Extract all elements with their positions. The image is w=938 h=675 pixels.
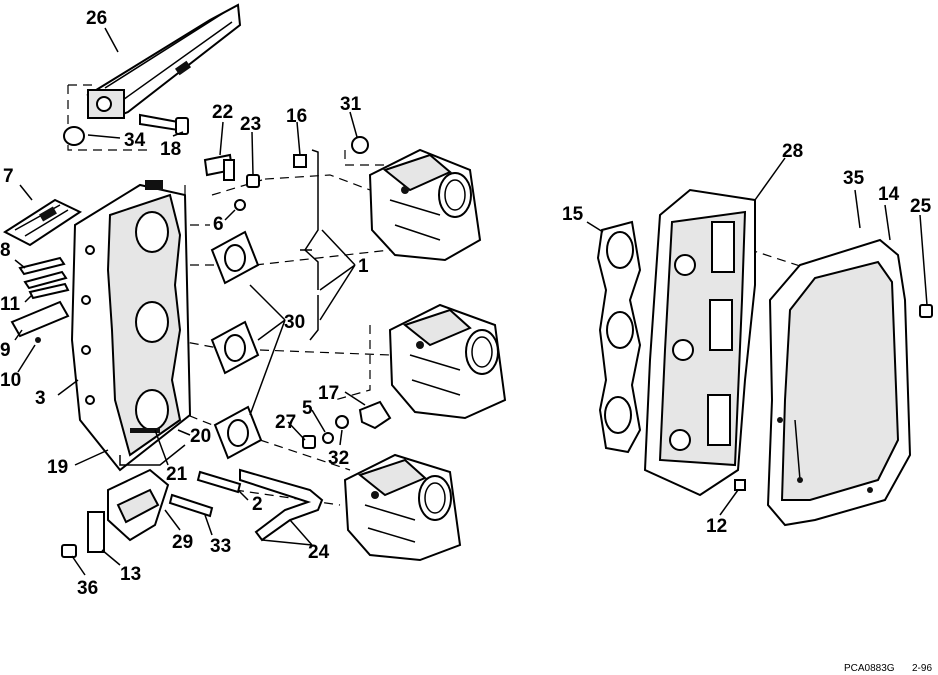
part-3-intake-manifold <box>70 180 192 472</box>
callout-11: 11 <box>0 294 21 315</box>
part-30-gaskets <box>210 230 263 460</box>
part-33-screw <box>168 493 214 518</box>
carburetor-bottom <box>343 453 462 562</box>
callout-24: 24 <box>308 542 330 563</box>
drawing-reference: PCA0883G <box>844 663 895 674</box>
carburetor-top <box>368 148 482 262</box>
callout-14: 14 <box>878 184 900 205</box>
callout-6: 6 <box>213 214 224 235</box>
callout-13: 13 <box>120 564 141 585</box>
callout-29: 29 <box>172 532 193 553</box>
callout-2: 2 <box>252 494 263 515</box>
part-10-pin <box>35 337 41 343</box>
callout-35: 35 <box>843 168 865 189</box>
part-5-washer <box>322 432 334 444</box>
callout-labels: 26 34 18 22 23 16 31 7 6 8 1 11 30 9 10 … <box>0 8 932 599</box>
callout-8: 8 <box>0 240 11 261</box>
callout-31: 31 <box>340 94 362 115</box>
part-8-reeds <box>18 256 68 290</box>
callout-15: 15 <box>562 204 584 225</box>
part-2-bolt <box>196 470 242 494</box>
callout-25: 25 <box>910 196 932 217</box>
callout-3: 3 <box>35 388 46 409</box>
part-15-gasket <box>596 220 642 454</box>
callout-16: 16 <box>286 106 307 127</box>
callout-21: 21 <box>166 464 188 485</box>
part-31-nut <box>351 136 369 154</box>
part-23-screw <box>246 174 260 188</box>
callout-7: 7 <box>3 166 14 187</box>
callout-36: 36 <box>77 578 98 599</box>
leader-lines <box>14 27 928 576</box>
part-29-bracket <box>107 468 170 542</box>
callout-1: 1 <box>358 256 369 277</box>
part-12-screw <box>734 479 746 491</box>
part-34-plug <box>63 126 85 146</box>
callout-23: 23 <box>240 114 261 135</box>
part-36-screw <box>61 544 77 558</box>
part-9-gasket <box>10 300 70 338</box>
part-16-fitting <box>293 154 307 168</box>
callout-17: 17 <box>318 383 339 404</box>
part-22-tab <box>223 159 235 181</box>
callout-26: 26 <box>86 8 107 29</box>
part-32-nut <box>335 415 349 429</box>
callout-22: 22 <box>212 102 233 123</box>
part-17-bracket <box>358 400 392 430</box>
carburetor-middle <box>388 303 507 420</box>
part-7-reed-block <box>3 198 83 247</box>
page-reference: 2-96 <box>912 663 932 674</box>
callout-34: 34 <box>124 130 146 151</box>
part-14-outer-cover <box>766 238 912 527</box>
callout-18: 18 <box>160 139 181 160</box>
callout-30: 30 <box>284 312 305 333</box>
callout-32: 32 <box>328 448 349 469</box>
part-25-screw <box>919 304 933 318</box>
callout-10: 10 <box>0 370 21 391</box>
callout-28: 28 <box>782 141 803 162</box>
part-18-bolt <box>139 113 189 135</box>
callout-20: 20 <box>190 426 211 447</box>
part-13-plate <box>87 511 105 553</box>
part-27-screw <box>302 435 316 449</box>
callout-27: 27 <box>275 412 296 433</box>
part-1-link-rods <box>300 149 319 341</box>
part-26-rail <box>86 3 242 120</box>
part-6-screw <box>234 199 246 211</box>
callout-33: 33 <box>210 536 231 557</box>
callout-9: 9 <box>0 340 11 361</box>
callout-19: 19 <box>47 457 68 478</box>
callout-5: 5 <box>302 398 313 419</box>
callout-12: 12 <box>706 516 727 537</box>
part-28-cover-plate <box>643 188 756 497</box>
